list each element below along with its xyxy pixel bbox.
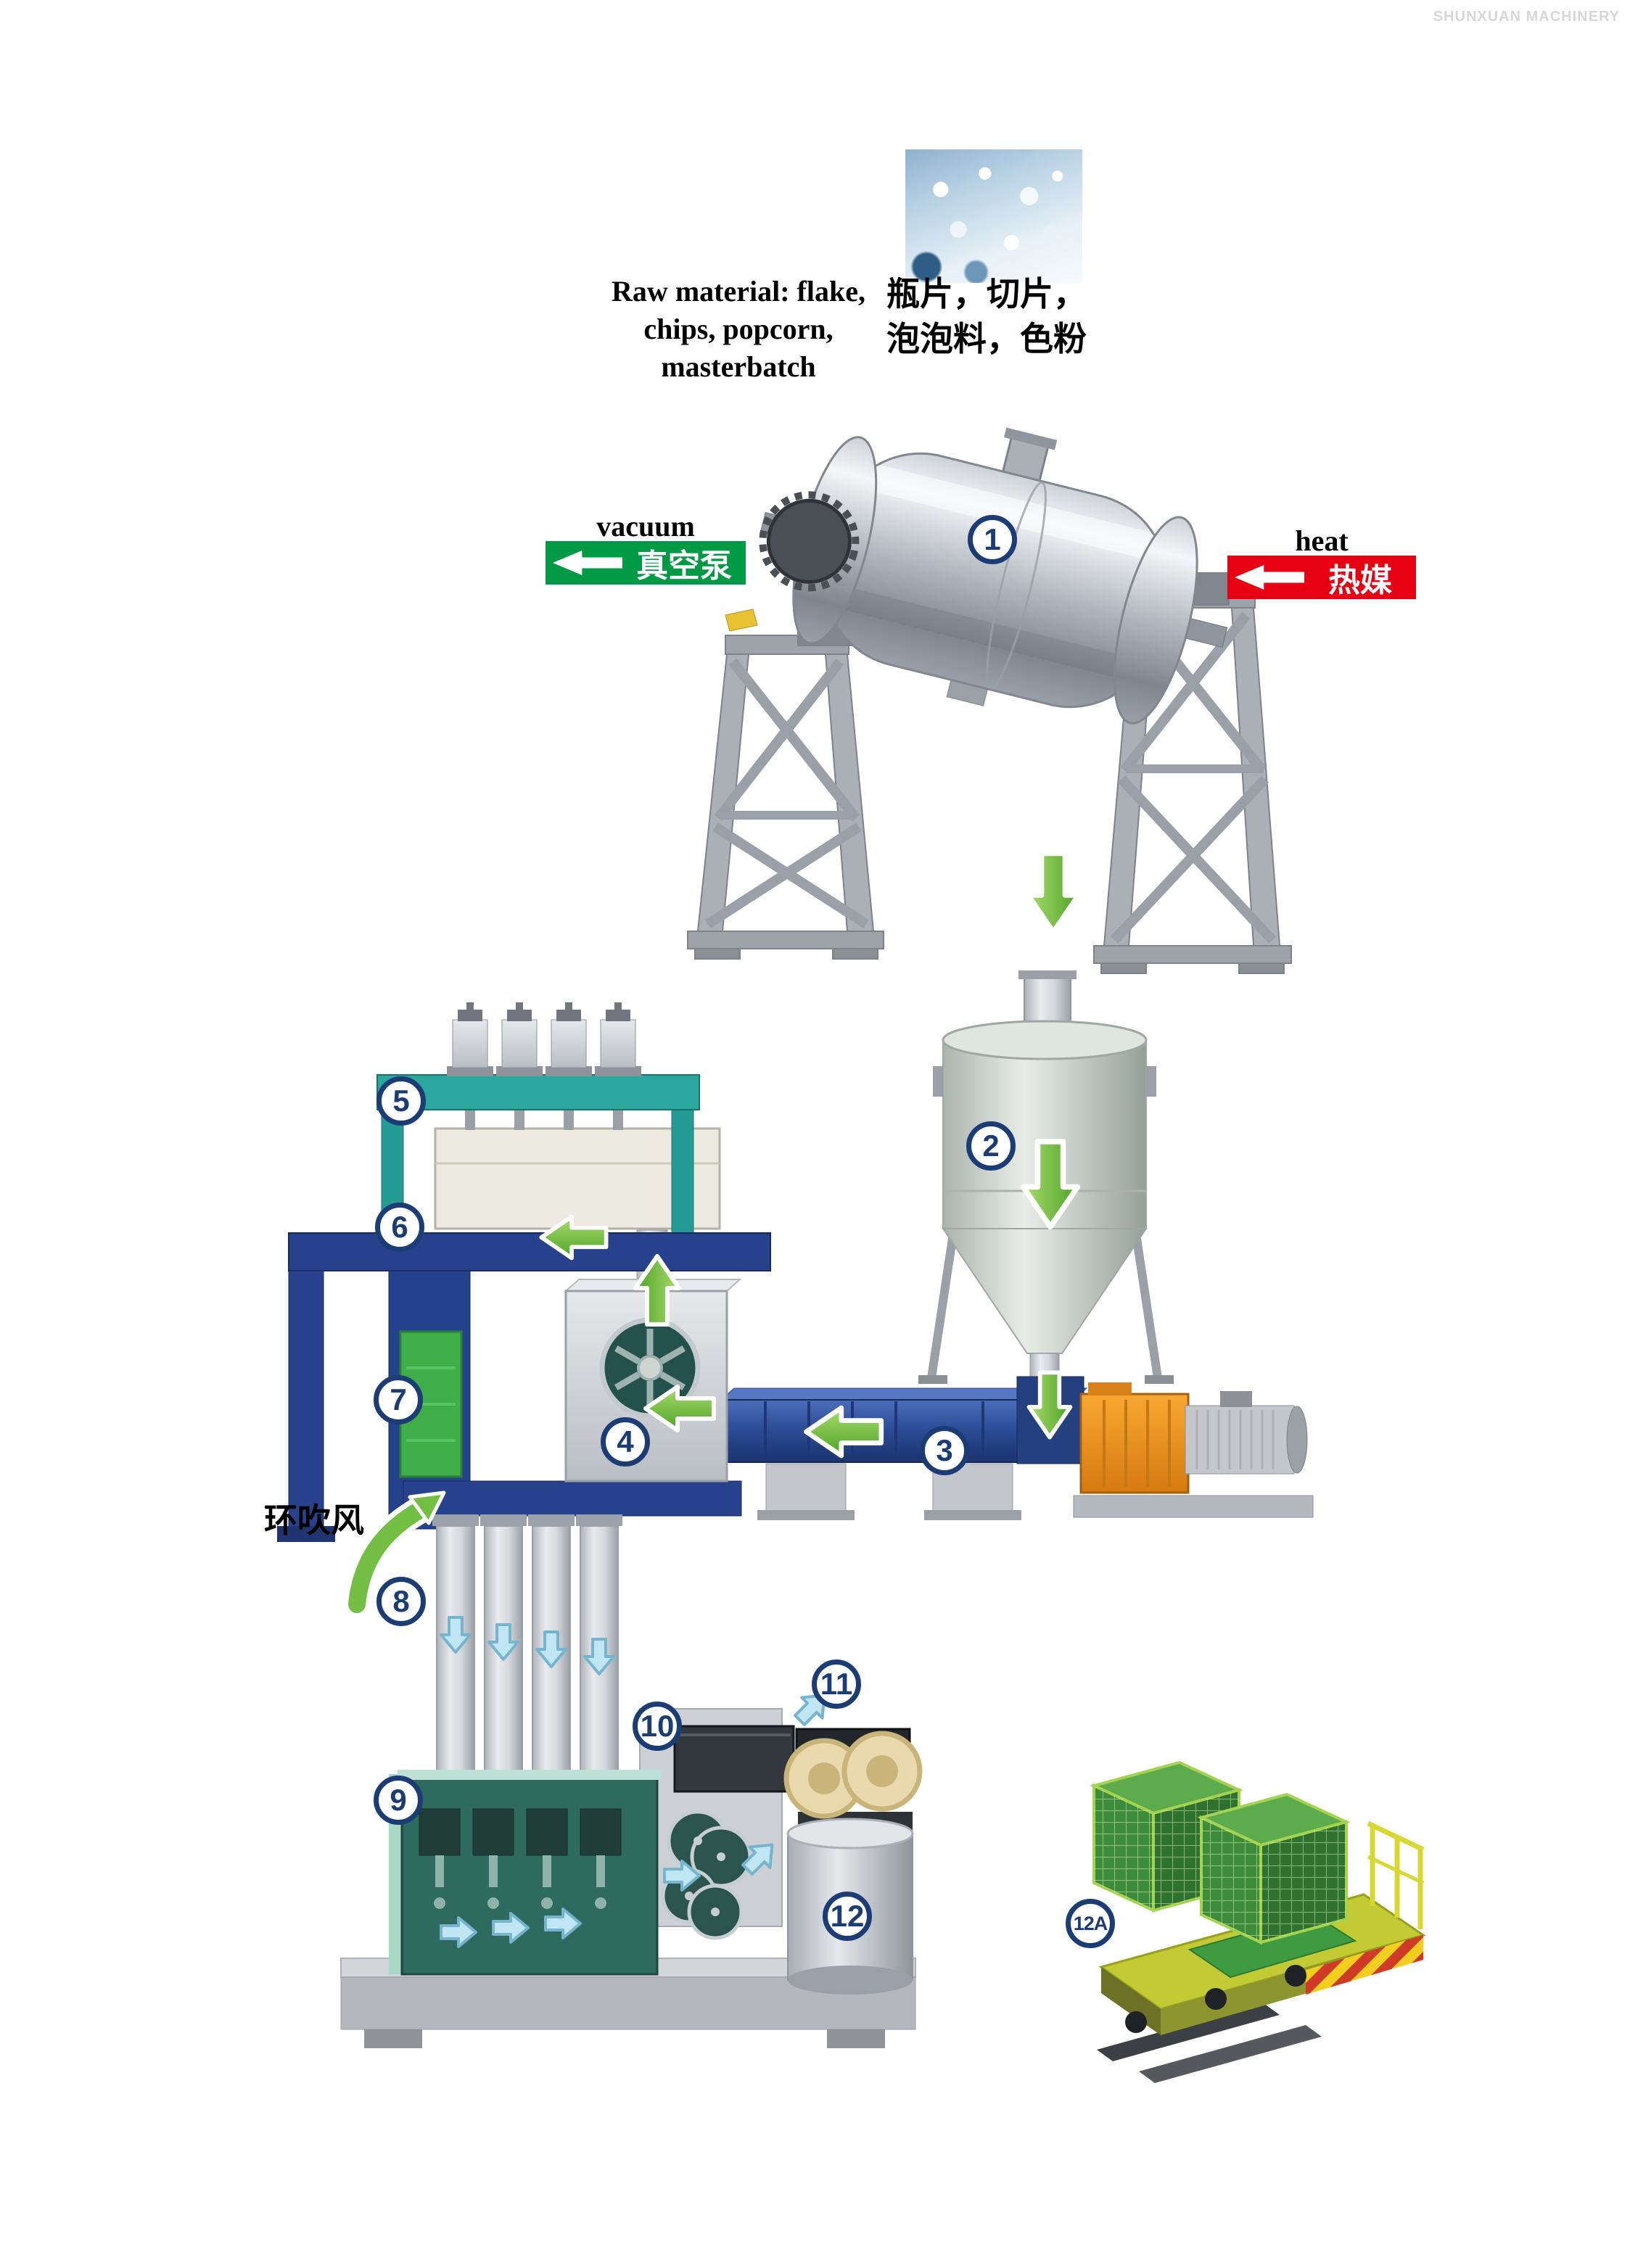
raw-material-label-en: Raw material: flake, chips, popcorn, mas… bbox=[586, 273, 891, 386]
heat-medium-box: 热媒 bbox=[1227, 556, 1416, 599]
metering-gantry bbox=[376, 1074, 700, 1110]
extruder-motor bbox=[1185, 1391, 1308, 1475]
drum-stand-left bbox=[687, 613, 884, 960]
heat-medium-text: 热媒 bbox=[1328, 563, 1392, 598]
raw-material-label-zh: 瓶片，切片， 泡泡料，色粉 bbox=[886, 271, 1087, 361]
raw-material-label-zh-line1: 瓶片，切片， bbox=[886, 275, 1087, 313]
spin-frame-lower-beam bbox=[403, 1480, 742, 1517]
mesh-bin-right bbox=[1200, 1793, 1348, 1944]
step-badge-4: 4 bbox=[601, 1417, 650, 1467]
step-badge-6: 6 bbox=[375, 1203, 424, 1252]
step-badge-3: 3 bbox=[920, 1426, 969, 1475]
left-arrow-icon bbox=[1235, 565, 1304, 590]
step-badge-8: 8 bbox=[376, 1577, 426, 1626]
step-badge-10: 10 bbox=[633, 1702, 682, 1751]
watermark: SHUNXUAN MACHINERY bbox=[1433, 9, 1620, 25]
quench-air-arrow bbox=[343, 1490, 446, 1618]
step-badge-2: 2 bbox=[966, 1121, 1016, 1171]
step-badge-1: 1 bbox=[968, 515, 1017, 564]
winder-unit bbox=[783, 1728, 923, 1841]
heat-label: heat bbox=[1295, 524, 1349, 557]
raw-material-label-en-line2: chips, popcorn, masterbatch bbox=[643, 313, 833, 383]
drum-lever bbox=[725, 609, 758, 632]
godet-rollers bbox=[661, 1810, 752, 1940]
spinning-section bbox=[277, 1002, 771, 1542]
extruder bbox=[699, 1376, 1314, 1520]
control-box-10 bbox=[673, 1725, 795, 1793]
takeup-machine bbox=[389, 1770, 662, 1976]
rotary-drum-dryer bbox=[759, 427, 1228, 725]
raw-material-label-en-line1: Raw material: flake, bbox=[612, 275, 865, 308]
spin-frame-left-column bbox=[288, 1270, 324, 1530]
drawing-units bbox=[419, 1808, 622, 1909]
metering-pump-motors bbox=[447, 1002, 641, 1076]
left-arrow-icon bbox=[553, 550, 622, 575]
raw-material-label-zh-line2: 泡泡料，色粉 bbox=[886, 320, 1087, 358]
step-badge-5: 5 bbox=[376, 1076, 426, 1126]
vacuum-pump-box: 真空泵 bbox=[546, 541, 746, 585]
vacuum-pump-text: 真空泵 bbox=[636, 548, 732, 584]
flow-arrow-drum-to-hopper bbox=[1029, 854, 1079, 932]
step-badge-12: 12 bbox=[823, 1892, 872, 1941]
extruder-gearbox bbox=[1079, 1382, 1190, 1494]
safety-railing bbox=[1367, 1820, 1425, 1929]
spin-frame-top-beam bbox=[288, 1232, 771, 1271]
raw-material-photo bbox=[905, 149, 1082, 283]
step-badge-9: 9 bbox=[374, 1776, 423, 1825]
vacuum-label: vacuum bbox=[596, 510, 695, 543]
step-badge-7: 7 bbox=[374, 1375, 423, 1424]
step-badge-11: 11 bbox=[812, 1659, 861, 1709]
ring-blowing-label: 环吹风 bbox=[264, 1501, 364, 1539]
step-badge-12A: 12A bbox=[1066, 1899, 1115, 1948]
baling-machine bbox=[1092, 1761, 1426, 2083]
